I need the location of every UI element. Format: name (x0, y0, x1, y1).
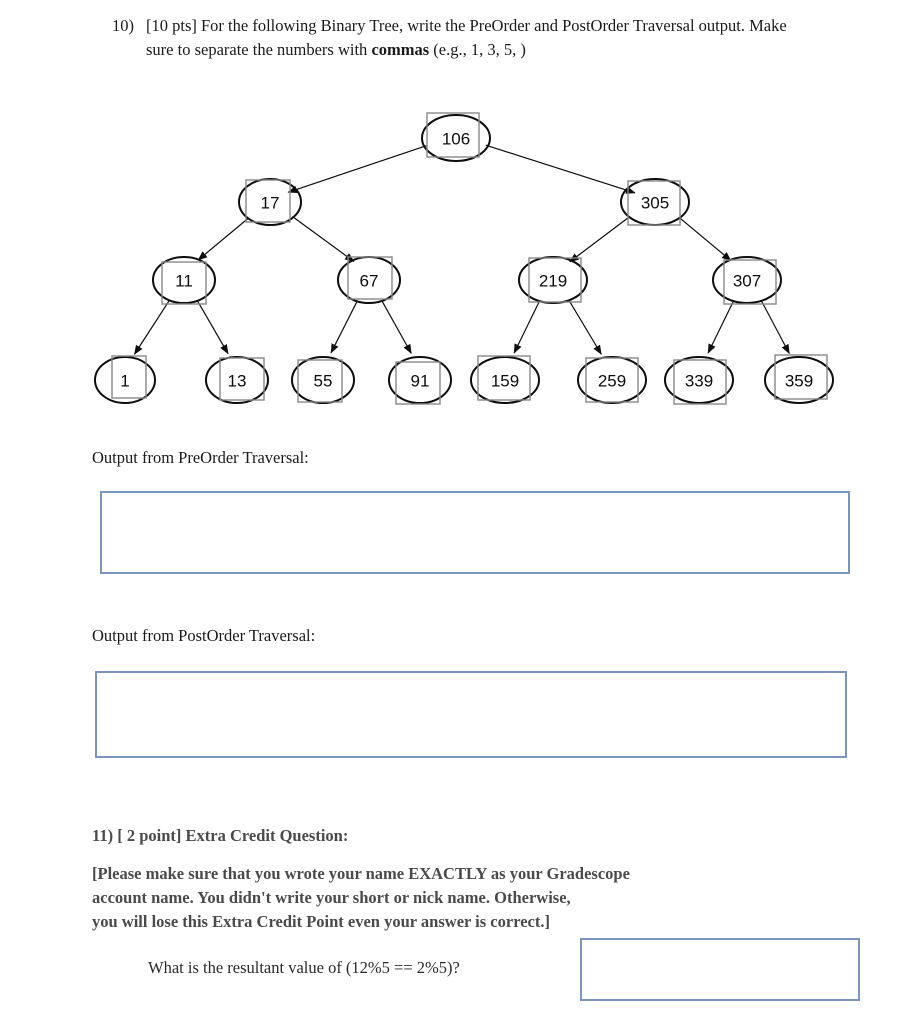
node-inner-rect (161, 261, 207, 305)
tree-edge (292, 216, 355, 262)
tree-edge (513, 300, 541, 354)
tree-node-339: 339 (664, 356, 734, 405)
node-label: 67 (360, 272, 379, 291)
node-inner-rect (774, 354, 828, 400)
question-11-note-line-3: you will lose this Extra Credit Point ev… (92, 911, 550, 931)
node-inner-rect (528, 257, 582, 303)
node-ellipse (291, 356, 355, 404)
question-11-note: [Please make sure that you wrote your na… (92, 862, 792, 934)
node-ellipse (152, 256, 216, 304)
node-ellipse (664, 356, 734, 404)
node-ellipse (388, 356, 452, 404)
tree-edge (287, 145, 427, 194)
node-ellipse (577, 356, 647, 404)
question-10-prompt-part1: [10 pts] For the following Binary Tree, … (146, 16, 787, 59)
tree-edge (196, 300, 229, 355)
tree-svg: 106 17 305 11 67 219 307 1 13 55 91 159 259 339 359 (94, 112, 834, 405)
tree-edge (678, 216, 732, 262)
tree-node-55: 55 (291, 356, 355, 404)
node-label: 55 (314, 372, 333, 391)
question-11-title: 11) [ 2 point] Extra Credit Question: (92, 826, 349, 845)
node-inner-rect (219, 357, 265, 401)
extra-credit-answer-box[interactable] (580, 938, 860, 1001)
preorder-label: Output from PreOrder Traversal: (92, 448, 309, 467)
tree-edge (330, 301, 358, 354)
node-label: 359 (785, 372, 813, 391)
node-ellipse (712, 256, 782, 304)
node-label: 13 (228, 372, 247, 391)
node-label: 106 (442, 130, 470, 149)
node-ellipse (470, 356, 540, 404)
node-inner-rect (111, 355, 147, 399)
tree-edge (381, 300, 412, 354)
tree-node-359: 359 (764, 354, 834, 404)
tree-node-91: 91 (388, 356, 452, 405)
question-10-header: 10) [10 pts] For the following Binary Tr… (112, 14, 812, 62)
tree-edge (760, 300, 790, 355)
node-inner-rect (673, 359, 727, 405)
node-label: 339 (685, 372, 713, 391)
node-inner-rect (426, 112, 480, 158)
question-11-text: What is the resultant value of (12%5 == … (148, 958, 460, 977)
tree-node-17: 17 (238, 178, 302, 226)
question-10-prompt: [10 pts] For the following Binary Tree, … (112, 14, 812, 62)
tree-edge (133, 299, 171, 355)
postorder-answer-box[interactable] (95, 671, 847, 758)
node-label: 307 (733, 272, 761, 291)
postorder-label: Output from PostOrder Traversal: (92, 626, 316, 645)
tree-edge (707, 300, 735, 354)
tree-node-307: 307 (712, 256, 782, 305)
node-inner-rect (245, 179, 291, 223)
node-ellipse (764, 356, 834, 404)
tree-node-106: 106 (421, 112, 491, 162)
tree-node-13: 13 (205, 356, 269, 404)
question-11-note-line-1: [Please make sure that you wrote your na… (92, 864, 630, 883)
node-ellipse (238, 178, 302, 226)
node-ellipse (518, 256, 588, 304)
tree-edge (568, 299, 602, 355)
tree-edge (197, 217, 250, 261)
node-inner-rect (395, 361, 441, 405)
node-inner-rect (477, 355, 531, 401)
question-10-number: 10) (112, 16, 134, 35)
node-label: 17 (261, 194, 280, 213)
node-label: 11 (175, 272, 193, 291)
node-label: 259 (598, 372, 626, 391)
node-inner-rect (347, 256, 393, 300)
node-label: 219 (539, 272, 567, 291)
node-label: 1 (120, 372, 129, 391)
node-inner-rect (297, 359, 343, 403)
node-label: 159 (491, 372, 519, 391)
question-10-prompt-part2: (e.g., 1, 3, 5, ) (429, 39, 526, 59)
question-10-prompt-commas: commas (371, 39, 430, 59)
tree-node-1: 1 (94, 355, 156, 404)
node-inner-rect (627, 180, 681, 226)
node-ellipse (94, 356, 156, 404)
question-11-block: 11) [ 2 point] Extra Credit Question: [P… (92, 826, 792, 934)
tree-node-67: 67 (337, 256, 401, 304)
preorder-answer-box[interactable] (100, 491, 850, 574)
tree-edge (485, 144, 636, 194)
tree-node-159: 159 (470, 355, 540, 404)
binary-tree-diagram: 106 17 305 11 67 219 307 1 13 55 91 159 259 339 359 (85, 100, 860, 420)
tree-node-219: 219 (518, 256, 588, 304)
tree-nodes: 106 17 305 11 67 219 307 1 13 55 91 159 259 339 359 (94, 112, 834, 405)
question-11-note-line-2: account name. You didn't write your shor… (92, 887, 571, 907)
node-label: 91 (411, 372, 430, 391)
node-inner-rect (585, 357, 639, 403)
tree-node-11: 11 (152, 256, 216, 305)
node-ellipse (421, 114, 491, 162)
node-label: 305 (641, 194, 669, 213)
tree-edge (569, 215, 631, 263)
tree-edges (133, 144, 790, 355)
node-inner-rect (723, 259, 777, 305)
tree-node-305: 305 (620, 178, 690, 226)
node-ellipse (205, 356, 269, 404)
tree-node-259: 259 (577, 356, 647, 404)
